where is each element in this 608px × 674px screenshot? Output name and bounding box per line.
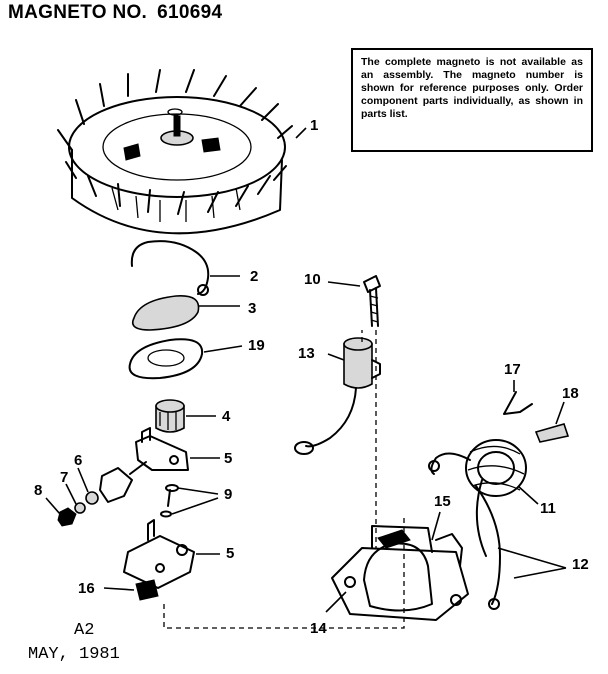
condenser-screw-part bbox=[363, 275, 381, 327]
callout-5b: 5 bbox=[226, 545, 235, 562]
callout-17: 17 bbox=[504, 361, 521, 378]
title-label: MAGNETO NO. bbox=[8, 2, 148, 23]
breaker-arm-part bbox=[99, 427, 189, 503]
cover-felt-part bbox=[131, 295, 200, 331]
leader-8 bbox=[45, 497, 61, 515]
leader-19 bbox=[203, 345, 243, 353]
callout-10: 10 bbox=[304, 271, 321, 288]
spring-clip-part bbox=[130, 240, 210, 296]
assembly-guide-lines bbox=[163, 330, 405, 629]
callout-15: 15 bbox=[434, 493, 451, 510]
callout-12: 12 bbox=[572, 556, 589, 573]
leader-12 bbox=[497, 547, 567, 579]
leader-13 bbox=[327, 353, 345, 361]
callout-3: 3 bbox=[248, 300, 257, 317]
spring-wire-part bbox=[503, 391, 533, 415]
leader-11 bbox=[517, 485, 539, 505]
callout-6: 6 bbox=[74, 452, 83, 469]
callout-13: 13 bbox=[298, 345, 315, 362]
condenser-part bbox=[294, 337, 381, 455]
flywheel-part bbox=[57, 69, 293, 235]
leader-7 bbox=[65, 483, 77, 505]
callout-8: 8 bbox=[34, 482, 43, 499]
leader-14 bbox=[325, 591, 347, 613]
callout-7: 7 bbox=[60, 469, 69, 486]
point-hardware-parts bbox=[57, 491, 99, 527]
callout-18: 18 bbox=[562, 385, 579, 402]
ignition-coil-part bbox=[428, 439, 527, 610]
callout-19: 19 bbox=[248, 337, 265, 354]
armature-bracket-part bbox=[331, 525, 469, 621]
callout-1: 1 bbox=[310, 117, 319, 134]
callout-14: 14 bbox=[310, 620, 327, 637]
callout-9: 9 bbox=[224, 486, 233, 503]
callout-11: 11 bbox=[540, 500, 556, 517]
reference-note-text: The complete magneto is not available as… bbox=[361, 56, 583, 120]
drawing-date: MAY, 1981 bbox=[28, 645, 120, 664]
bushing-part bbox=[155, 399, 185, 433]
wiper-felt-part bbox=[135, 579, 159, 601]
ground-clip-part bbox=[534, 423, 570, 443]
screw-part bbox=[160, 484, 179, 518]
breaker-plate-part bbox=[123, 519, 195, 589]
leader-16 bbox=[103, 587, 135, 591]
leader-1 bbox=[295, 127, 307, 139]
leader-15 bbox=[431, 511, 441, 541]
callout-16: 16 bbox=[78, 580, 95, 597]
drawing-code: A2 bbox=[74, 621, 95, 640]
magneto-number: 610694 bbox=[157, 2, 223, 23]
callout-5a: 5 bbox=[224, 450, 233, 467]
leader-9 bbox=[171, 487, 219, 515]
leader-10 bbox=[327, 281, 361, 287]
page-title: MAGNETO NO. 610694 bbox=[8, 2, 222, 24]
leader-6 bbox=[77, 467, 89, 493]
callout-4: 4 bbox=[222, 408, 231, 425]
callout-2: 2 bbox=[250, 268, 259, 285]
reference-note-box: The complete magneto is not available as… bbox=[351, 48, 593, 152]
leader-18 bbox=[555, 401, 565, 425]
gasket-part bbox=[128, 338, 204, 380]
